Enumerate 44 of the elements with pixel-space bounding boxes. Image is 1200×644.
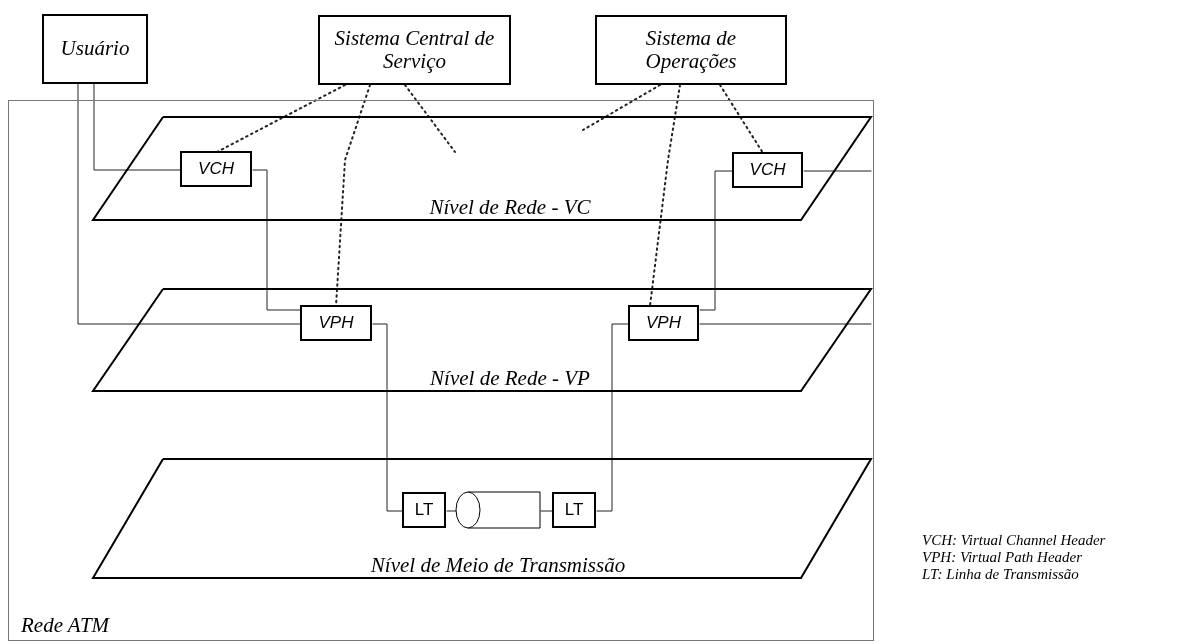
box-label: Sistema de Operações bbox=[644, 26, 738, 74]
connector-line bbox=[699, 170, 734, 311]
header-box bbox=[180, 151, 252, 187]
process-box bbox=[318, 15, 511, 85]
plane-label: Nível de Rede - VC bbox=[429, 197, 591, 218]
network-label: Rede ATM bbox=[21, 615, 110, 636]
header-box bbox=[732, 152, 803, 188]
dotted-connector bbox=[649, 84, 681, 307]
box-label: Sistema Central de Serviço bbox=[334, 26, 495, 74]
box-label: Usuário bbox=[60, 37, 130, 61]
process-box bbox=[42, 14, 148, 84]
header-box bbox=[628, 305, 699, 341]
header-label: VPH bbox=[318, 313, 354, 333]
header-label: VPH bbox=[646, 313, 681, 333]
header-label: LT bbox=[564, 500, 584, 520]
header-label: VCH bbox=[749, 160, 786, 180]
abbreviation-note: VPH: Virtual Path Header bbox=[922, 549, 1084, 566]
header-box bbox=[402, 492, 446, 528]
connector-line bbox=[446, 510, 458, 512]
network-boundary bbox=[8, 100, 874, 641]
abbreviation-note: VCH: Virtual Channel Header bbox=[922, 532, 1106, 549]
connector-line bbox=[699, 323, 872, 325]
dotted-connector bbox=[216, 84, 346, 153]
header-label: LT bbox=[414, 500, 434, 520]
connector-line bbox=[540, 510, 554, 512]
plane-label: Nível de Rede - VP bbox=[430, 368, 590, 389]
process-box bbox=[595, 15, 787, 85]
plane-label: Nível de Meio de Transmissão bbox=[370, 555, 626, 576]
header-box bbox=[552, 492, 596, 528]
header-label: VCH bbox=[198, 159, 234, 179]
connector-line bbox=[77, 83, 302, 325]
connector-line bbox=[252, 169, 302, 311]
connector-line bbox=[803, 170, 872, 172]
connector-line bbox=[93, 83, 182, 171]
abbreviation-note: LT: Linha de Transmissão bbox=[922, 566, 1080, 583]
connector-line bbox=[596, 323, 630, 512]
cylinder bbox=[456, 492, 540, 528]
network-level-plane bbox=[93, 459, 871, 578]
connector-line bbox=[372, 323, 404, 512]
dotted-connector bbox=[404, 84, 456, 153]
dotted-connector bbox=[582, 84, 661, 131]
network-level-plane bbox=[93, 117, 871, 220]
network-level-plane bbox=[93, 289, 871, 391]
header-box bbox=[300, 305, 372, 341]
